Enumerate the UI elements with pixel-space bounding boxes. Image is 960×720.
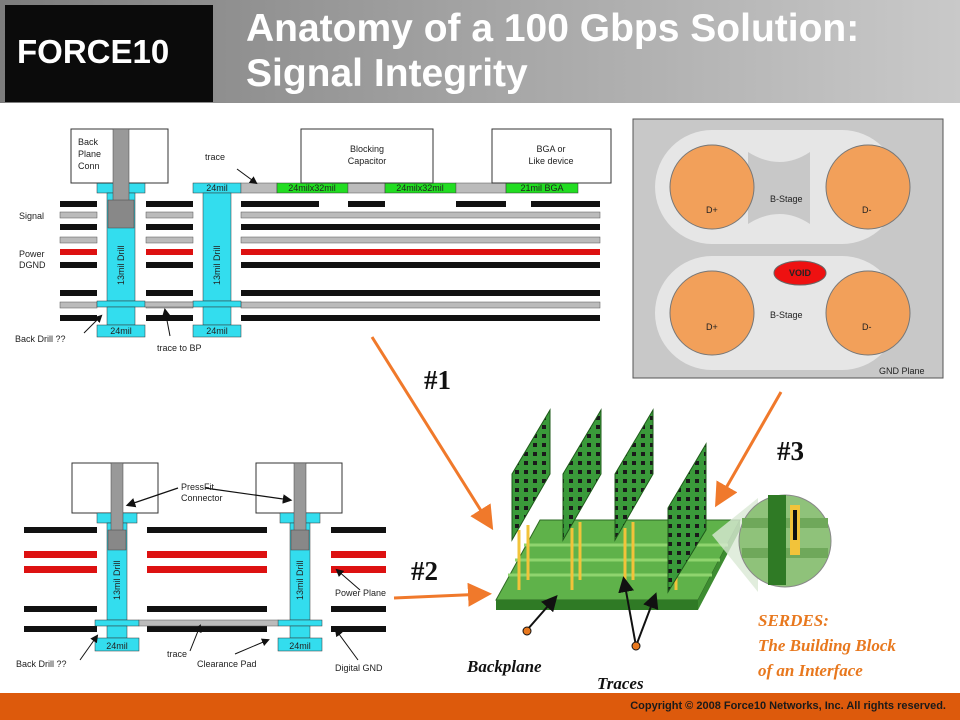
back-plane-conn-label-2: Plane <box>78 149 101 159</box>
card-2 <box>562 408 602 542</box>
trace-to-bp-label: trace to BP <box>157 343 202 353</box>
stackup-diagram-top: Back Plane Conn trace Blocking Capacitor… <box>15 128 612 353</box>
serdes-label-1: SERDES: <box>758 611 829 630</box>
pad-label-24x32-a: 24milx32mil <box>288 183 336 193</box>
bstage-top-label: B-Stage <box>770 194 803 204</box>
trace-label-top: trace <box>205 152 225 162</box>
footer-bar: Copyright © 2008 Force10 Networks, Inc. … <box>0 693 960 720</box>
title-line-1: Anatomy of a 100 Gbps Solution: <box>246 7 860 50</box>
copyright-text: Copyright © 2008 Force10 Networks, Inc. … <box>630 700 946 712</box>
dminus-top-label: D- <box>862 205 872 215</box>
bga-label-1: BGA or <box>536 144 565 154</box>
back-drill-label-top: Back Drill ?? <box>15 334 66 344</box>
drill-label-top-1: 13mil Drill <box>116 245 126 285</box>
layers-top <box>59 201 601 321</box>
drill-label-bottom-1: 13mil Drill <box>112 560 122 600</box>
void-label: VOID <box>789 268 812 278</box>
slide-title: Anatomy of a 100 Gbps Solution: Signal I… <box>246 6 946 96</box>
bottom-pad-label-2: 24mil <box>206 326 228 336</box>
clearance-pad-label: Clearance Pad <box>197 659 257 669</box>
pad-label-24x32-b: 24milx32mil <box>396 183 444 193</box>
card-3 <box>614 408 654 542</box>
power-label: Power <box>19 249 45 259</box>
force10-logo: FORCE10 <box>5 5 213 102</box>
callout-arrow-2 <box>393 582 492 607</box>
power-plane-label: Power Plane <box>335 588 386 598</box>
back-drill-label-bottom: Back Drill ?? <box>16 659 67 669</box>
dminus-bottom-label: D- <box>862 322 872 332</box>
traces-label: Traces <box>597 674 644 693</box>
callout-arrow-3 <box>715 391 783 508</box>
back-plane-conn-label-1: Back <box>78 137 99 147</box>
bstage-bottom-label: B-Stage <box>770 310 803 320</box>
callout-2: #2 <box>411 556 438 586</box>
trace-label-bottom: trace <box>167 649 187 659</box>
pressfit-label-2: Connector <box>181 493 223 503</box>
callout-arrow-1 <box>370 336 494 531</box>
serdes-label-3: of an Interface <box>758 661 863 680</box>
title-line-2: Signal Integrity <box>246 52 528 95</box>
serdes-label-2: The Building Block <box>758 636 896 655</box>
backplane-label: Backplane <box>466 657 542 676</box>
card-1 <box>511 408 551 542</box>
blocking-capacitor-label-1: Blocking <box>350 144 384 154</box>
bottom-via-pad-label-1: 24mil <box>106 641 128 651</box>
dplus-top-label: D+ <box>706 205 718 215</box>
header-bar: FORCE10 Anatomy of a 100 Gbps Solution: … <box>0 0 960 103</box>
drill-label-bottom-2: 13mil Drill <box>295 560 305 600</box>
signal-label: Signal <box>19 211 44 221</box>
digital-gnd-label: Digital GND <box>335 663 383 673</box>
blocking-capacitor-label-2: Capacitor <box>348 156 387 166</box>
callout-3: #3 <box>777 436 804 466</box>
void-marker <box>773 260 827 286</box>
stackup-diagram-bottom: PressFit Connector 13mil Drill 13mil Dri… <box>16 462 386 673</box>
bga-label-2: Like device <box>528 156 573 166</box>
dgnd-label: DGND <box>19 260 46 270</box>
drill-label-top-2: 13mil Drill <box>212 245 222 285</box>
differential-via-diagram: D+ B-Stage D- VOID D+ B-Stage D- GND Pla… <box>632 118 944 379</box>
card-4 <box>667 442 707 594</box>
pad-label-bga: 21mil BGA <box>520 183 563 193</box>
back-plane-conn-label-3: Conn <box>78 161 100 171</box>
logo-text: FORCE10 <box>17 33 170 70</box>
gnd-plane-label: GND Plane <box>879 366 925 376</box>
backplane-illustration <box>495 408 832 651</box>
callout-1: #1 <box>424 365 451 395</box>
pad-label-24mil: 24mil <box>206 183 228 193</box>
pressfit-label-1: PressFit <box>181 482 215 492</box>
dplus-bottom-label: D+ <box>706 322 718 332</box>
bottom-via-pad-label-2: 24mil <box>289 641 311 651</box>
bottom-pad-label-1: 24mil <box>110 326 132 336</box>
